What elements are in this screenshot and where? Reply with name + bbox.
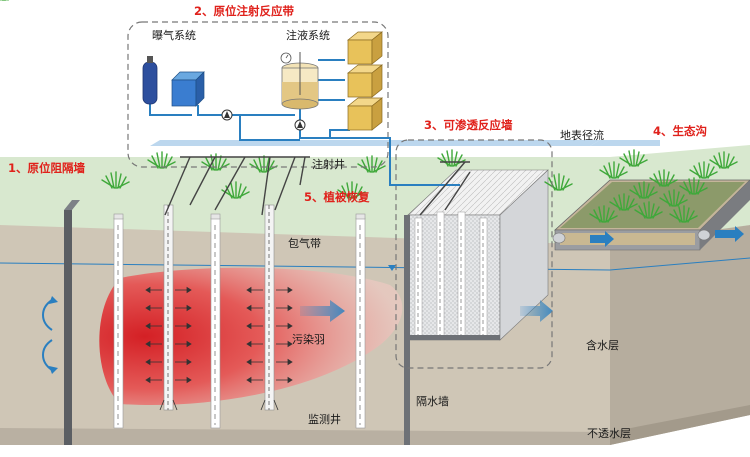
ground-surface [0,145,750,248]
plume-flow-arrow [300,300,345,322]
aquitard-layer [0,428,610,445]
label-phyto: 5、植被恢复 [304,190,370,204]
reagent-tank-icon [280,52,319,110]
label-vadose: 包气带 [288,237,321,250]
label-eco-ditch: 4、生态沟 [653,124,708,138]
barrier-flow-arrow-lower [42,339,53,371]
injection-dispersion-arrows [145,286,293,411]
label-monitoring-well: 监测井 [308,413,341,426]
label-in-situ-barrier: 1、原位阻隔墙 [8,161,86,175]
label-aeration: 曝气系统 [152,29,196,42]
monitoring-wells [113,213,366,429]
aeration-tank-icon [142,56,158,105]
label-aquifer: 含水层 [586,339,619,352]
contaminant-plume [99,267,403,406]
surface-runoff-stream [150,140,600,146]
label-surface-runoff: 地表径流 [560,129,604,142]
distribution-pipes [149,59,460,186]
label-plume: 污染羽 [292,333,325,346]
aeration-unit-icon [171,71,205,107]
soil-side-face [610,225,750,445]
label-aquitard: 不透水层 [587,427,631,440]
well-manifold [164,156,471,216]
label-prb: 3、可渗透反应墙 [424,118,513,132]
label-injection-well: 注射井 [312,158,345,171]
aquitard-side [610,405,750,445]
injection-wells [117,204,361,425]
permeable-reactive-barrier [407,169,549,341]
label-cutoff-wall: 隔水墙 [416,395,449,408]
prb-box [395,139,553,369]
water-table-icon [388,265,396,271]
reagent-box-icon [347,31,383,131]
pump-icon [221,109,306,131]
prb-outflow-arrow [520,300,553,322]
in-situ-barrier-wall [64,210,72,445]
injection-zone-box [127,21,389,168]
label-injection-zone: 2、原位注射反应带 [194,4,295,18]
cutoff-wall [404,215,410,445]
label-injection-system: 注液系统 [286,29,330,42]
barrier-flow-arrow-upper [42,299,53,331]
